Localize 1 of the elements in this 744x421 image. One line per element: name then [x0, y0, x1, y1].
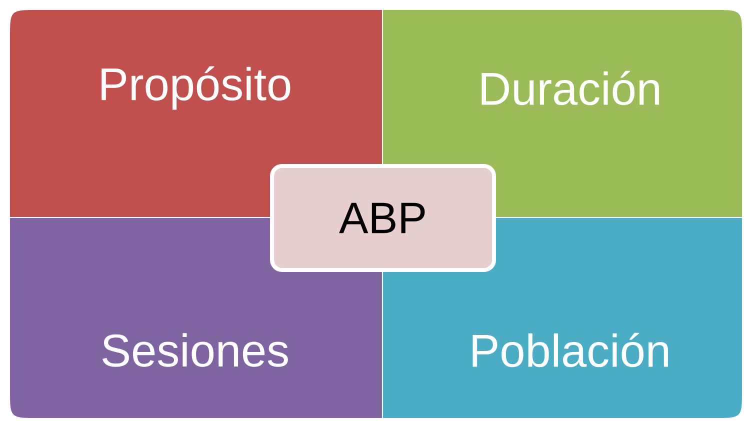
- center-box: ABP: [270, 164, 496, 272]
